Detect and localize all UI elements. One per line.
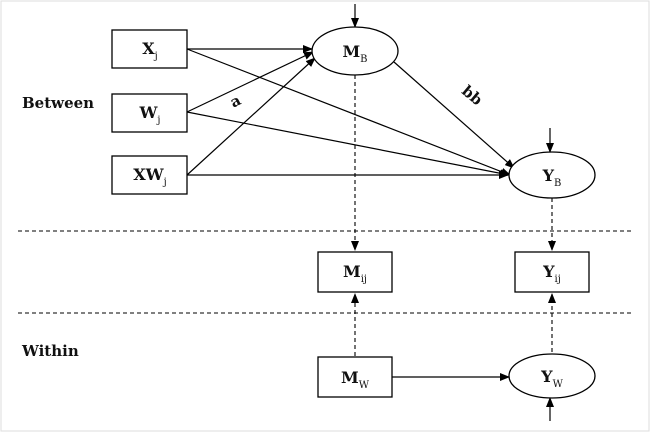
svg-text:MB: MB xyxy=(342,42,367,65)
svg-text:MW: MW xyxy=(341,368,370,391)
node-mw: MW xyxy=(317,356,393,398)
svg-text:Wj: Wj xyxy=(138,103,160,126)
svg-text:Mij: Mij xyxy=(343,262,367,285)
svg-text:XWj: XWj xyxy=(133,165,167,188)
node-yb: YB xyxy=(508,151,596,199)
path-label-bb: bb xyxy=(458,82,486,109)
node-wj: Wj xyxy=(111,93,188,133)
svg-text:YB: YB xyxy=(542,166,562,189)
section-label-within: Within xyxy=(21,342,79,360)
svg-text:Xj: Xj xyxy=(142,39,158,62)
node-xwj: XWj xyxy=(111,155,188,195)
node-mb: MB xyxy=(311,26,399,76)
edge-wj-yb xyxy=(186,111,510,178)
edge-xj-yb xyxy=(186,48,511,176)
edge-wj-mb xyxy=(186,51,314,113)
svg-text:YW: YW xyxy=(540,367,563,390)
edge-mb-yb xyxy=(393,61,515,169)
svg-text:Yij: Yij xyxy=(542,262,561,285)
node-mij: Mij xyxy=(317,251,393,293)
edge-xwj-mb xyxy=(186,57,316,176)
section-label-between: Between xyxy=(22,94,94,112)
node-yij: Yij xyxy=(514,251,590,293)
node-yw: YW xyxy=(508,353,596,399)
path-label-a: a xyxy=(227,91,244,112)
node-xj: Xj xyxy=(111,29,188,69)
